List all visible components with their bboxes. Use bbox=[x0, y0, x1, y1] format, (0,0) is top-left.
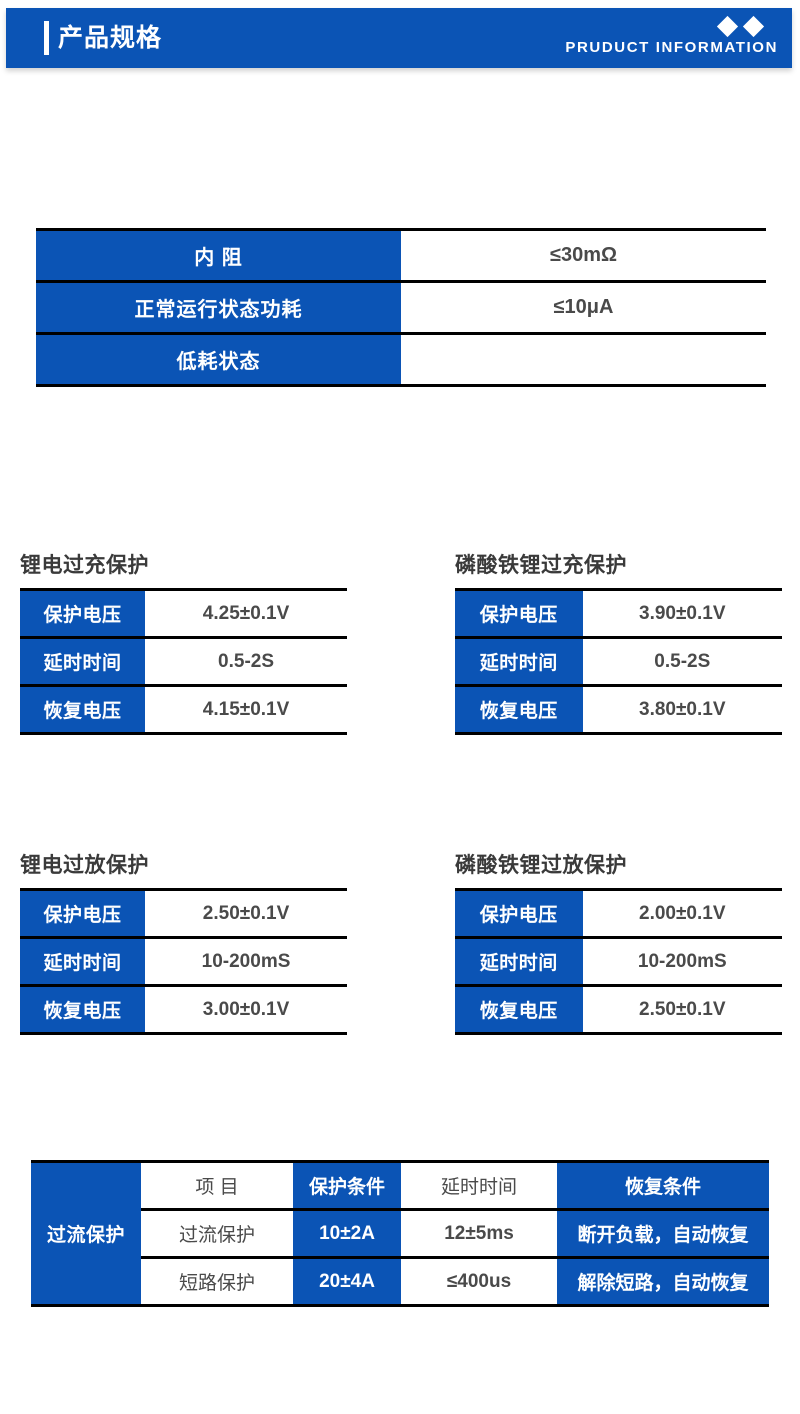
table-row: 延时时间 0.5-2S bbox=[455, 636, 782, 687]
row-item: 短路保护 bbox=[141, 1256, 293, 1307]
table-row: 延时时间 10-200mS bbox=[20, 936, 347, 987]
table-row: 内 阻 ≤30mΩ bbox=[36, 228, 766, 283]
row-label: 延时时间 bbox=[20, 636, 146, 687]
page-title: 产品规格 bbox=[58, 24, 163, 52]
spec-value: ≤30mΩ bbox=[401, 228, 766, 283]
table-row: 恢复电压 4.15±0.1V bbox=[20, 684, 347, 735]
row-label: 保护电压 bbox=[20, 888, 146, 939]
row-value: 4.15±0.1V bbox=[145, 684, 347, 735]
row-value: 3.90±0.1V bbox=[582, 588, 782, 639]
spec-label: 低耗状态 bbox=[36, 332, 401, 387]
page-header-banner: 产品规格 PRUDUCT INFORMATION bbox=[6, 8, 792, 68]
table-row: 延时时间 0.5-2S bbox=[20, 636, 347, 687]
overdischarge-lithium-table: 保护电压 2.50±0.1V 延时时间 10-200mS 恢复电压 3.00±0… bbox=[20, 888, 347, 1035]
title-accent-bar bbox=[44, 21, 49, 55]
row-label: 延时时间 bbox=[455, 636, 583, 687]
row-label: 恢复电压 bbox=[455, 984, 583, 1035]
column-header-delay: 延时时间 bbox=[401, 1160, 557, 1211]
table-row: 延时时间 10-200mS bbox=[455, 936, 782, 987]
row-item: 过流保护 bbox=[141, 1208, 293, 1259]
row-value: 10-200mS bbox=[145, 936, 347, 987]
spec-label: 内 阻 bbox=[36, 228, 401, 283]
diamond-icon bbox=[716, 15, 739, 38]
row-protection: 20±4A bbox=[293, 1256, 401, 1307]
section-title-overdischarge-lifepo4: 磷酸铁锂过放保护 bbox=[455, 854, 627, 877]
overcharge-lithium-table: 保护电压 4.25±0.1V 延时时间 0.5-2S 恢复电压 4.15±0.1… bbox=[20, 588, 347, 735]
row-value: 2.00±0.1V bbox=[582, 888, 782, 939]
page-subtitle-en: PRUDUCT INFORMATION bbox=[565, 39, 778, 56]
table-row: 恢复电压 3.00±0.1V bbox=[20, 984, 347, 1035]
column-header-item: 项 目 bbox=[141, 1160, 293, 1211]
table-row: 正常运行状态功耗 ≤10μA bbox=[36, 280, 766, 335]
table-row: 保护电压 2.50±0.1V bbox=[20, 888, 347, 939]
table-row: 过流保护 10±2A 12±5ms 断开负载，自动恢复 bbox=[31, 1208, 769, 1259]
row-value: 3.00±0.1V bbox=[145, 984, 347, 1035]
table-row: 保护电压 3.90±0.1V bbox=[455, 588, 782, 639]
row-recovery: 断开负载，自动恢复 bbox=[557, 1208, 769, 1259]
table-row: 过流保护 项 目 保护条件 延时时间 恢复条件 bbox=[31, 1160, 769, 1307]
row-value: 10-200mS bbox=[582, 936, 782, 987]
row-recovery: 解除短路，自动恢复 bbox=[557, 1256, 769, 1307]
row-value: 0.5-2S bbox=[582, 636, 782, 687]
row-delay: 12±5ms bbox=[401, 1208, 557, 1259]
row-value: 0.5-2S bbox=[145, 636, 347, 687]
row-label: 保护电压 bbox=[455, 588, 583, 639]
row-delay: ≤400us bbox=[401, 1256, 557, 1307]
spec-table: 内 阻 ≤30mΩ 正常运行状态功耗 ≤10μA 低耗状态 bbox=[36, 228, 766, 387]
table-row: 保护电压 4.25±0.1V bbox=[20, 588, 347, 639]
diamond-icon bbox=[742, 15, 765, 38]
table-row: 恢复电压 3.80±0.1V bbox=[455, 684, 782, 735]
row-label: 恢复电压 bbox=[20, 984, 146, 1035]
table-row: 保护电压 2.00±0.1V bbox=[455, 888, 782, 939]
column-header-recovery: 恢复条件 bbox=[557, 1160, 769, 1211]
section-title-overdischarge-lithium: 锂电过放保护 bbox=[20, 854, 149, 877]
overcharge-lifepo4-table: 保护电压 3.90±0.1V 延时时间 0.5-2S 恢复电压 3.80±0.1… bbox=[455, 588, 782, 735]
column-header-protection: 保护条件 bbox=[293, 1160, 401, 1211]
row-protection: 10±2A bbox=[293, 1208, 401, 1259]
row-label: 延时时间 bbox=[455, 936, 583, 987]
row-value: 2.50±0.1V bbox=[582, 984, 782, 1035]
overcurrent-protection-table: 过流保护 项 目 保护条件 延时时间 恢复条件 过流保护 10±2A 12±5m… bbox=[31, 1160, 769, 1307]
row-value: 2.50±0.1V bbox=[145, 888, 347, 939]
table-row: 低耗状态 bbox=[36, 332, 766, 387]
row-label: 恢复电压 bbox=[20, 684, 146, 735]
row-value: 4.25±0.1V bbox=[145, 588, 347, 639]
row-label: 保护电压 bbox=[455, 888, 583, 939]
spec-value bbox=[401, 332, 766, 387]
row-value: 3.80±0.1V bbox=[582, 684, 782, 735]
overdischarge-lifepo4-table: 保护电压 2.00±0.1V 延时时间 10-200mS 恢复电压 2.50±0… bbox=[455, 888, 782, 1035]
row-label: 延时时间 bbox=[20, 936, 146, 987]
table-row: 短路保护 20±4A ≤400us 解除短路，自动恢复 bbox=[31, 1256, 769, 1307]
table-row: 恢复电压 2.50±0.1V bbox=[455, 984, 782, 1035]
section-title-overcharge-lifepo4: 磷酸铁锂过充保护 bbox=[455, 554, 627, 577]
spec-label: 正常运行状态功耗 bbox=[36, 280, 401, 335]
section-title-overcharge-lithium: 锂电过充保护 bbox=[20, 554, 149, 577]
row-label: 保护电压 bbox=[20, 588, 146, 639]
row-label: 恢复电压 bbox=[455, 684, 583, 735]
diamond-decoration bbox=[716, 15, 774, 38]
overcurrent-side-label: 过流保护 bbox=[31, 1160, 141, 1307]
spec-value: ≤10μA bbox=[401, 280, 766, 335]
